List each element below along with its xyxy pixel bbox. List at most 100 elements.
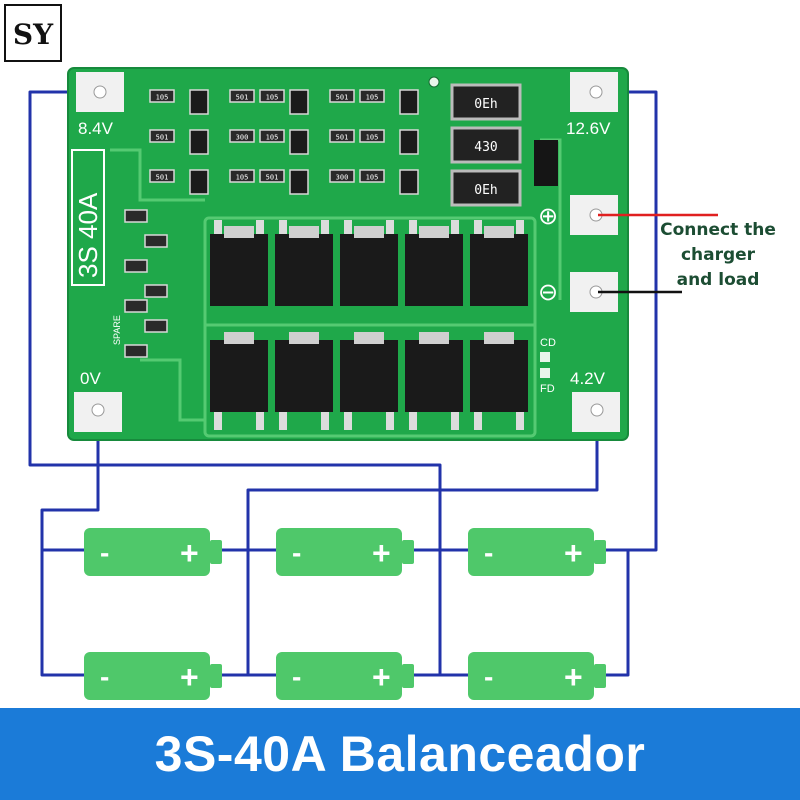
smd-code: 501 [236, 94, 249, 102]
callout-line-1: Connect the [660, 220, 776, 240]
spare-label: SPARE [112, 315, 122, 345]
smd-resistor: 300 [229, 129, 255, 143]
negative-symbol: ⊖ [538, 278, 558, 306]
smd-resistor [189, 89, 209, 115]
battery-cell: -+ [84, 652, 222, 700]
terminal-pad-8v4 [76, 72, 124, 112]
diode [534, 140, 558, 186]
battery-minus-label: - [100, 537, 109, 568]
mosfet [210, 220, 268, 306]
smd-resistor: 105 [149, 89, 175, 103]
mosfet [275, 220, 333, 306]
mosfet [405, 332, 463, 430]
shunt-resistor-2: 430 [450, 126, 522, 164]
battery-cell: -+ [276, 528, 414, 576]
smd-resistor: 501 [229, 89, 255, 103]
shunt-code-2: 430 [474, 140, 497, 155]
terminal-label-0v: 0V [80, 369, 101, 388]
terminal-label-12v6: 12.6V [566, 119, 611, 138]
smd-code: 105 [366, 94, 379, 102]
battery-plus-label: + [564, 659, 583, 695]
wire-0v-bottom [40, 550, 84, 677]
smd-resistor: 105 [229, 169, 255, 183]
smd-resistor: 501 [259, 169, 285, 183]
smd-resistor [289, 89, 309, 115]
terminal-label-8v4: 8.4V [78, 119, 114, 138]
smd-resistor [289, 169, 309, 195]
battery-plus-label: + [564, 535, 583, 571]
battery-minus-label: - [484, 661, 493, 692]
smd-resistor [124, 259, 148, 273]
banner-title: 3S-40A Balanceador [154, 726, 646, 782]
mosfet [470, 332, 528, 430]
mosfet [340, 332, 398, 430]
callout-line-3: and load [676, 270, 760, 290]
battery-cell: -+ [276, 652, 414, 700]
battery-cell: -+ [468, 652, 606, 700]
brand-logo: SY [4, 4, 62, 62]
smd-resistor [189, 129, 209, 155]
wire-8v4-bottom [438, 550, 470, 677]
pcb-board: 8.4V 12.6V 0V 4.2V ⊕ ⊖ CD FD 3S 40A SPAR… [67, 67, 629, 441]
smd-resistor: 300 [329, 169, 355, 183]
battery-minus-label: - [292, 661, 301, 692]
battery-plus-label: + [180, 535, 199, 571]
smd-resistor: 501 [149, 129, 175, 143]
indicator-cd: CD [540, 337, 556, 349]
model-label-box: 3S 40A [71, 149, 105, 286]
indicator-fd: FD [540, 383, 555, 395]
smd-resistor: 105 [259, 129, 285, 143]
smd-resistor: 105 [359, 89, 385, 103]
wire-right-tie [606, 548, 630, 677]
battery-minus-label: - [292, 537, 301, 568]
mosfet [340, 220, 398, 306]
wire-0v [40, 410, 100, 552]
battery-minus-label: - [100, 661, 109, 692]
smd-resistor [399, 89, 419, 115]
smd-resistor: 105 [259, 89, 285, 103]
smd-code: 105 [156, 94, 169, 102]
smd-resistor [144, 234, 168, 248]
battery-cell: -+ [468, 528, 606, 576]
terminal-pad-positive [570, 195, 618, 235]
smd-resistor [289, 129, 309, 155]
terminal-pad-4v2 [572, 392, 620, 432]
wire-4v2 [246, 415, 599, 550]
terminal-pad-negative [570, 272, 618, 312]
battery-plus-label: + [372, 535, 391, 571]
smd-resistor [399, 169, 419, 195]
smd-code: 501 [336, 134, 349, 142]
smd-code: 105 [266, 134, 279, 142]
smd-code: 105 [366, 134, 379, 142]
callout-line-2: charger [680, 245, 756, 265]
smd-resistor [189, 169, 209, 195]
smd-code: 501 [156, 174, 169, 182]
smd-resistor [124, 344, 148, 358]
smd-resistor [124, 299, 148, 313]
wire-4v2-bottom [246, 550, 276, 677]
terminal-pad-0v [74, 392, 122, 432]
smd-code: 501 [156, 134, 169, 142]
shunt-code-3: 0Eh [474, 183, 497, 198]
smd-resistor [144, 284, 168, 298]
battery-cell: -+ [84, 528, 222, 576]
mounting-hole [428, 76, 440, 88]
battery-plus-label: + [180, 659, 199, 695]
mosfet [405, 220, 463, 306]
smd-resistor: 501 [149, 169, 175, 183]
smd-resistor: 501 [329, 129, 355, 143]
positive-symbol: ⊕ [538, 202, 558, 230]
mosfet [470, 220, 528, 306]
smd-code: 105 [266, 94, 279, 102]
logo-text: SY [13, 18, 54, 51]
smd-code: 501 [336, 94, 349, 102]
model-label: 3S 40A [73, 192, 103, 278]
shunt-resistor-3: 0Eh [450, 169, 522, 207]
indicator-cd-led [540, 352, 550, 362]
mosfet [210, 332, 268, 430]
smd-resistor [124, 209, 148, 223]
mosfet [275, 332, 333, 430]
battery-pack: -+-+-+-+-+-+ [84, 528, 606, 700]
smd-resistor: 105 [359, 169, 385, 183]
